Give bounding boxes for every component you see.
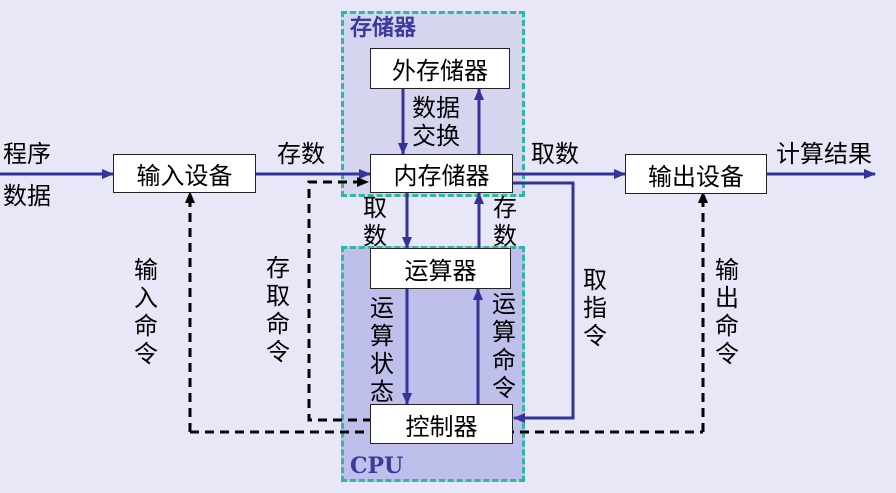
access-command-label: 存取命令 bbox=[266, 254, 290, 366]
arrow-access-command bbox=[307, 177, 372, 422]
external-storage-box: 外存储器 bbox=[370, 48, 510, 89]
fetch-to-alu-label: 取数 bbox=[363, 194, 387, 250]
output-command-label: 输出命令 bbox=[715, 256, 739, 368]
fetch-data-label: 取数 bbox=[531, 140, 579, 168]
fetch-instruction-label: 取指令 bbox=[583, 266, 607, 350]
status-label: 运算状态 bbox=[370, 294, 394, 406]
compute-command-label: 运算命令 bbox=[492, 290, 516, 402]
controller-box: 控制器 bbox=[370, 404, 513, 444]
output-device-box: 输出设备 bbox=[625, 154, 767, 194]
compute-result-label: 计算结果 bbox=[776, 140, 872, 168]
store-from-alu-label: 存数 bbox=[493, 194, 517, 250]
arrow-fetch-instruction bbox=[513, 181, 575, 423]
data-exchange-label-2: 交换 bbox=[412, 122, 460, 150]
cpu-title: CPU bbox=[350, 453, 404, 479]
input-device-box: 输入设备 bbox=[113, 154, 256, 193]
alu-box: 运算器 bbox=[370, 248, 511, 289]
data-exchange-label-1: 数据 bbox=[412, 94, 460, 122]
data-label: 数据 bbox=[3, 182, 51, 210]
program-label: 程序 bbox=[3, 140, 51, 168]
store-data-label: 存数 bbox=[277, 140, 325, 168]
input-command-label: 输入命令 bbox=[134, 256, 158, 368]
internal-storage-box: 内存储器 bbox=[370, 154, 513, 193]
memory-title: 存储器 bbox=[350, 16, 417, 41]
